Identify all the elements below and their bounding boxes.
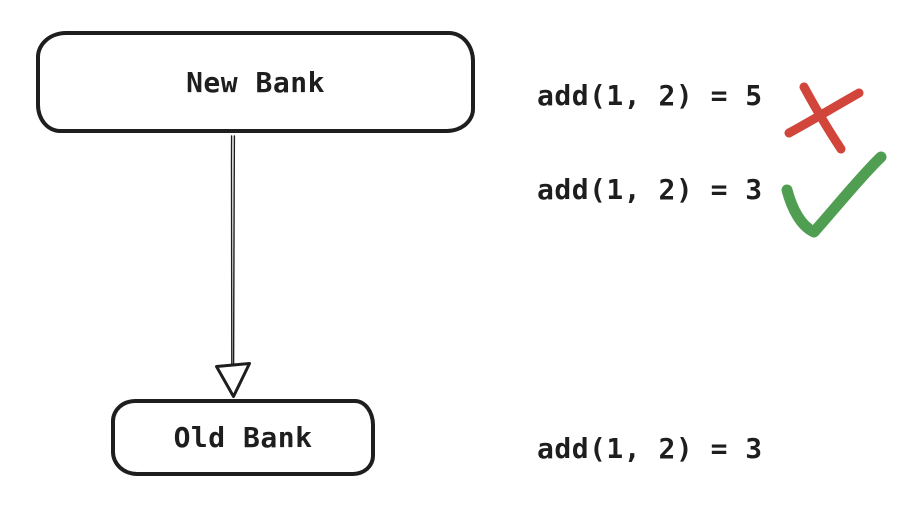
arrow-new-to-old-icon: [215, 135, 251, 398]
annotation-correct-result: add(1, 2) = 3: [537, 173, 763, 206]
check-icon: [781, 151, 887, 238]
cross-icon: [784, 82, 864, 154]
node-new-bank-label: New Bank: [186, 65, 325, 99]
arrowhead-open-triangle-icon: [215, 362, 251, 398]
annotation-old-bank-result: add(1, 2) = 3: [537, 432, 763, 465]
node-old-bank-label: Old Bank: [173, 421, 313, 454]
node-old-bank: Old Bank: [111, 399, 375, 476]
annotation-wrong-result: add(1, 2) = 5: [537, 79, 763, 112]
node-new-bank: New Bank: [36, 31, 475, 133]
